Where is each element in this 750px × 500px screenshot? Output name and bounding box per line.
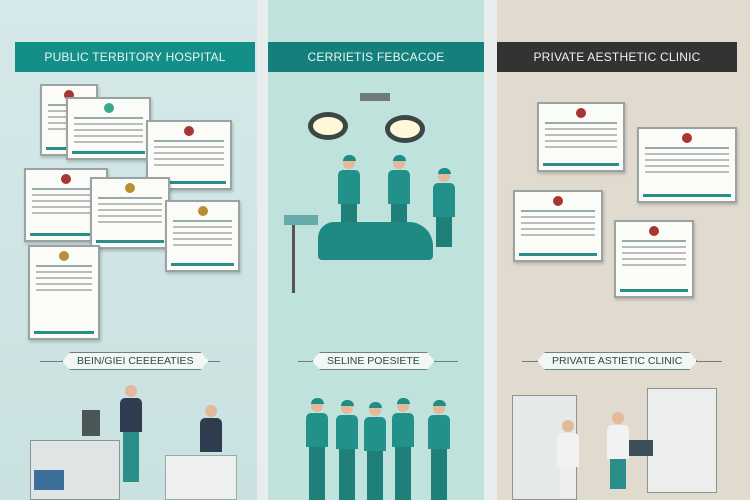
surgical-lamp-icon bbox=[308, 112, 348, 140]
panel-header: CERRIETIS FEBCACOE bbox=[268, 42, 484, 72]
surgeon bbox=[392, 398, 414, 500]
surgeon bbox=[433, 168, 455, 247]
surgical-lamp-icon bbox=[385, 115, 425, 143]
surgery-panel: CERRIETIS FEBCACOE SELINE POESIETE bbox=[268, 0, 484, 500]
private-clinic-panel: PRIVATE AESTHETIC CLINIC PRIVATE ASTIETI… bbox=[497, 0, 750, 500]
surgeon bbox=[364, 402, 386, 500]
staff-person bbox=[200, 405, 222, 452]
desk bbox=[165, 455, 237, 500]
certificate bbox=[537, 102, 625, 172]
surgeon bbox=[306, 398, 328, 500]
surgeon bbox=[338, 155, 360, 234]
panel-header: PUBLIC TERBITORY HOSPITAL bbox=[15, 42, 255, 72]
panel-header: PRIVATE AESTHETIC CLINIC bbox=[497, 42, 737, 72]
clinic-staff bbox=[607, 412, 629, 489]
monitor-screen bbox=[34, 470, 64, 490]
panel-caption: BEIN/GIEI CEEEEATIES bbox=[62, 352, 209, 370]
certificate bbox=[66, 97, 151, 160]
medical-machine bbox=[647, 388, 717, 493]
certificate bbox=[614, 220, 694, 298]
panel-caption: PRIVATE ASTIETIC CLINIC bbox=[537, 352, 697, 370]
computer-monitor bbox=[82, 410, 100, 436]
certificate bbox=[513, 190, 603, 262]
instrument-tray bbox=[284, 215, 318, 225]
certificate bbox=[165, 200, 240, 272]
operating-table bbox=[318, 222, 433, 260]
tray-stand bbox=[292, 225, 295, 293]
certificate bbox=[637, 127, 737, 203]
certificate bbox=[90, 177, 170, 249]
surgeon bbox=[336, 400, 358, 500]
clinic-staff bbox=[557, 420, 579, 497]
monitor-screen bbox=[629, 440, 653, 456]
lamp-mount bbox=[360, 93, 390, 101]
certificate bbox=[28, 245, 100, 340]
staff-person bbox=[120, 385, 142, 482]
panel-caption: SELINE POESIETE bbox=[312, 352, 435, 370]
surgeon bbox=[428, 400, 450, 500]
public-hospital-panel: PUBLIC TERBITORY HOSPITAL BEIN/GIEI CEEE… bbox=[0, 0, 257, 500]
